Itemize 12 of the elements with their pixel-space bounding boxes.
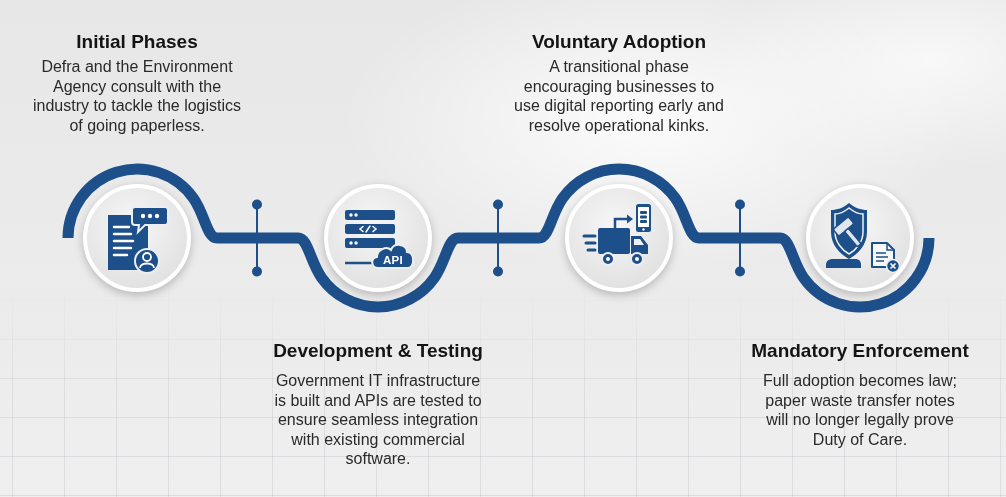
timeline-connector bbox=[377, 163, 620, 313]
step-description: Government IT infrastructure is built and APIs are tested to ensure seamless integration with existing commercial software. bbox=[273, 371, 483, 469]
step-description: A transitional phase encouraging businesses to use digital reporting early and resolve operational kinks. bbox=[513, 57, 725, 136]
step-heading: Initial Phases bbox=[76, 30, 198, 54]
step-description: Defra and the Environment Agency consult with the industry to tackle the logistics of going paperless. bbox=[31, 57, 243, 136]
step-description: Full adoption becomes law; paper waste transfer notes will no longer legally prove Duty of Care. bbox=[762, 371, 958, 450]
timeline-connector bbox=[618, 163, 935, 313]
step-heading: Voluntary Adoption bbox=[531, 30, 707, 54]
timeline-connector bbox=[62, 163, 379, 313]
cloud-label: API bbox=[382, 253, 404, 267]
step-heading: Development & Testing bbox=[273, 339, 483, 363]
step-heading: Mandatory Enforcement bbox=[751, 339, 969, 363]
